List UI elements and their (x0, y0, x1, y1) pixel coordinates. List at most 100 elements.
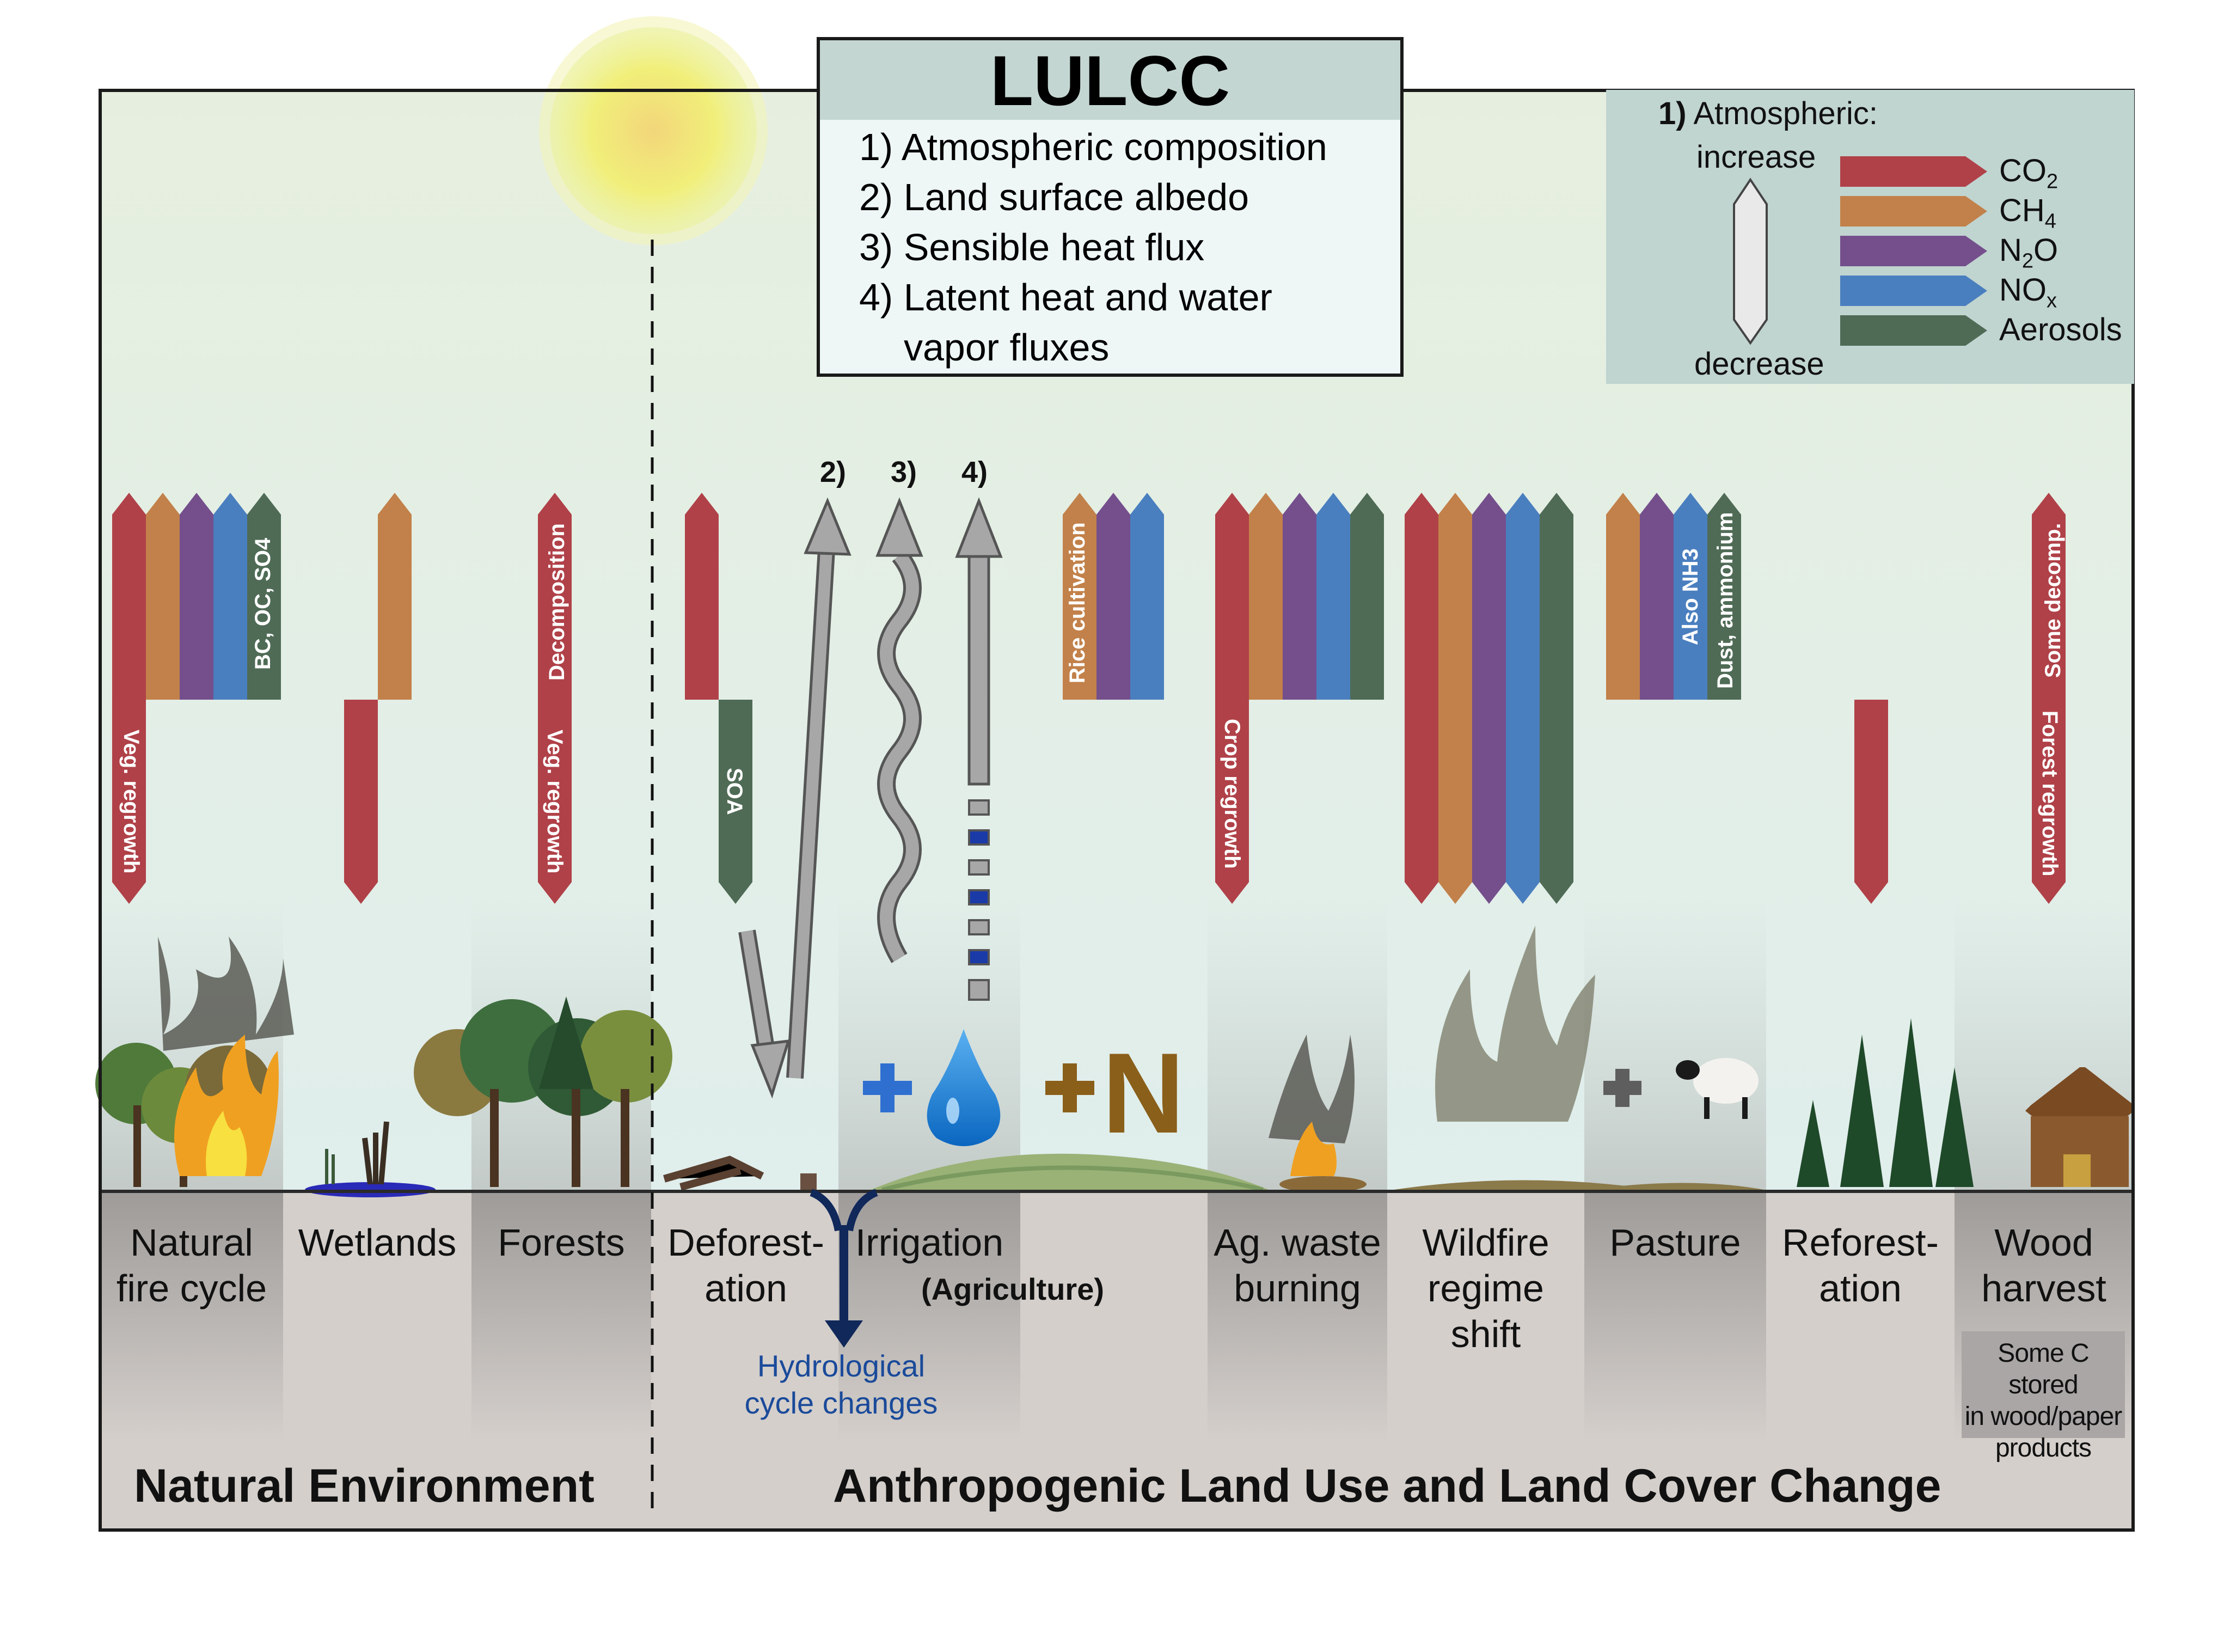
title: LULCC (990, 41, 1230, 120)
arrow-label-albedo: 2) (820, 456, 846, 488)
ground-col-pasture (1584, 1191, 1766, 1442)
natural-fire-scene (95, 937, 294, 1187)
process-item: 3) Sensible heat flux (859, 226, 1205, 268)
bar-wildfire-n2o (1472, 493, 1506, 904)
category-pasture: Pasture (1609, 1221, 1741, 1264)
bar-fire-co2 (112, 493, 146, 904)
legend-swatch (1840, 315, 1987, 346)
ground-col-natural (100, 1191, 283, 1442)
bar-pasture-nox (1674, 493, 1707, 700)
label-some-decomp: Some decomp. (2041, 523, 2065, 678)
label-soa: SOA (722, 768, 746, 815)
reforestation-scene (1797, 1018, 1974, 1187)
legend-aerosols: Aerosols (1999, 312, 2122, 347)
label-also-nh3: Also NH3 (1678, 548, 1702, 645)
process-item: vapor fluxes (904, 326, 1110, 369)
label-dust-ammonium: Dust, ammonium (1713, 512, 1737, 689)
region-natural-environment: Natural Environment (134, 1460, 595, 1512)
legend-swatch (1840, 156, 1987, 187)
label-veg-regrowth-fire: Veg. regrowth (119, 730, 143, 874)
title-box-header (820, 40, 1400, 120)
forests-scene (414, 996, 672, 1187)
bar-labels: Veg. regrowth BC, OC, SO4 Decomposition … (119, 512, 2065, 877)
legend-swatch (1840, 196, 1987, 227)
legend: 1) Atmospheric: increase decrease CO2 CH… (1606, 90, 2134, 384)
hydrological-arrow (810, 1189, 878, 1348)
nitrogen-letter: N (1102, 1029, 1185, 1157)
log-cabin (2025, 1067, 2134, 1187)
process-item: 2) Land surface albedo (859, 176, 1249, 218)
column-band-pasture (1584, 898, 1766, 1191)
bar-wildfire-aerosols (1540, 493, 1573, 904)
increase-decrease-arrow (1733, 178, 1768, 345)
ag-waste-burning-scene (1269, 1035, 1367, 1192)
legend-swatches (1840, 156, 1987, 346)
legend-increase: increase (1696, 139, 1816, 175)
process-item: 4) Latent heat and water (859, 276, 1272, 319)
category-forests: Forests (498, 1221, 625, 1264)
bar-deforest-co2 (685, 493, 719, 700)
water-input (863, 1029, 1001, 1146)
category-deforestation: Deforest-ation (667, 1221, 824, 1310)
deforestation-scene (663, 1155, 817, 1191)
irrigation-crops-scene (871, 1153, 1269, 1192)
bar-wildfire-nox (1506, 493, 1540, 904)
bar-forests-co2 (538, 493, 572, 904)
ground-col-irrigation (838, 1191, 1020, 1442)
arrow-label-sensible: 3) (891, 456, 917, 488)
label-rice-cultivation: Rice cultivation (1065, 522, 1089, 683)
wildfire-scene (1394, 926, 1655, 1190)
legend-swatch (1840, 236, 1987, 266)
bar-wetlands-co2 (344, 700, 378, 904)
sensible-heat-arrow (875, 497, 923, 963)
bar-rice-nox (1130, 493, 1164, 700)
label-veg-regrowth-forest: Veg. regrowth (543, 730, 567, 874)
legend-swatch (1840, 276, 1987, 306)
bar-rice-n2o (1096, 493, 1130, 700)
bar-deforest-soa (719, 700, 752, 904)
category-irrigation: Irrigation (855, 1221, 1004, 1264)
bar-agwaste-co2 (1215, 493, 1249, 904)
pasture-scene (1590, 1058, 1764, 1190)
bar-wetlands-ch4 (378, 493, 412, 700)
albedo-arrows (738, 497, 851, 1099)
label-crop-regrowth: Crop regrowth (1220, 719, 1244, 869)
region-anthropogenic: Anthropogenic Land Use and Land Cover Ch… (833, 1460, 1941, 1512)
bar-wood-co2 (2032, 493, 2066, 904)
bar-fire-n2o (180, 493, 213, 700)
agriculture-label: (Agriculture) (921, 1272, 1104, 1306)
legend-ch4: CH4 (1999, 193, 2056, 233)
bar-agwaste-n2o (1283, 493, 1316, 700)
bar-rice-ch4 (1063, 493, 1096, 700)
legend-decrease: decrease (1694, 346, 1824, 382)
legend-heading-text: Atmospheric: (1693, 96, 1878, 131)
process-item: 1) Atmospheric composition (859, 126, 1327, 168)
category-wetlands: Wetlands (298, 1221, 457, 1264)
bar-wildfire-ch4 (1438, 493, 1472, 904)
legend-heading-number: 1) (1658, 96, 1687, 131)
bar-pasture-ch4 (1606, 493, 1640, 700)
bar-reforest-co2 (1854, 700, 1888, 904)
latent-heat-arrow (955, 497, 1003, 1001)
label-decomposition: Decomposition (545, 523, 569, 681)
ground-panel (100, 1191, 2133, 1530)
bar-pasture-aerosols (1707, 493, 1741, 700)
category-reforestation: Reforest-ation (1782, 1221, 1939, 1310)
arrow-label-latent: 4) (961, 456, 988, 488)
bar-pasture-n2o (1640, 493, 1674, 700)
emission-bars (112, 493, 2066, 904)
column-band-irrigation (838, 898, 1020, 1191)
bar-fire-aerosols (247, 493, 281, 700)
ground-col-agwaste (1208, 1191, 1387, 1442)
bar-agwaste-aerosols (1350, 493, 1384, 700)
process-list: 1) Atmospheric composition 2) Land surfa… (859, 122, 1327, 372)
bar-agwaste-ch4 (1249, 493, 1283, 700)
bar-agwaste-nox (1316, 493, 1350, 700)
legend-heading: 1) Atmospheric: (1658, 95, 1878, 132)
legend-co2: CO2 (1999, 153, 2059, 193)
bar-fire-ch4 (146, 493, 180, 700)
